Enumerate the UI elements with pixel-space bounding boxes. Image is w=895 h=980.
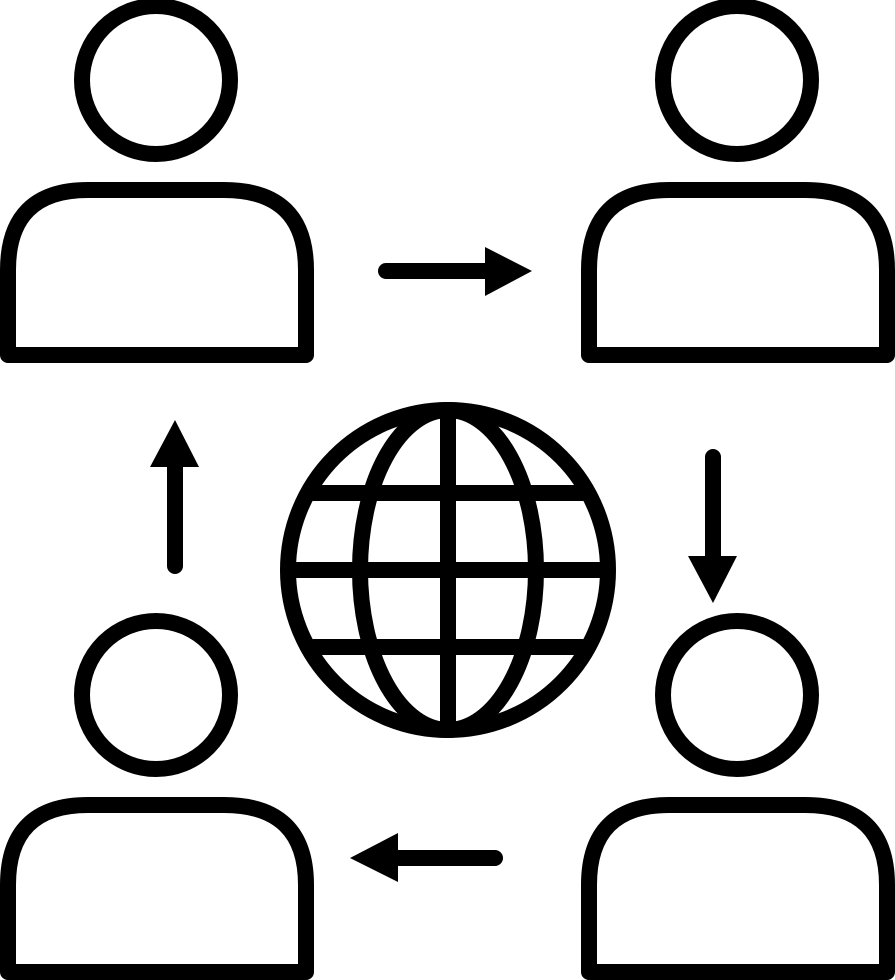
- arrow-down-icon: [688, 449, 737, 603]
- globe-icon: [280, 402, 616, 738]
- arrow-up-icon: [150, 420, 199, 574]
- person-body: [581, 182, 895, 363]
- person-head: [74, 613, 238, 777]
- arrow-right-icon: [378, 247, 532, 296]
- person-body: [0, 182, 314, 363]
- arrow-left-icon: [350, 833, 503, 882]
- person-head: [655, 0, 819, 162]
- person-head: [655, 613, 819, 777]
- person-body: [581, 797, 895, 980]
- person-head: [74, 0, 238, 162]
- person-icon-top-right: [581, 0, 895, 363]
- person-icon-bottom-left: [0, 613, 314, 980]
- person-icon-top-left: [0, 0, 314, 363]
- person-body: [0, 797, 314, 980]
- person-icon-bottom-right: [581, 613, 895, 980]
